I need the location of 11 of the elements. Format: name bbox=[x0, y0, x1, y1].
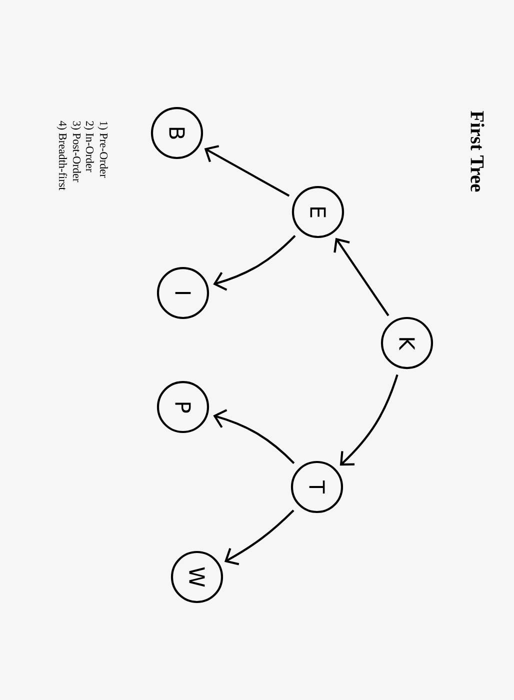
arrow bbox=[213, 235, 296, 291]
list-item: 1) Pre-Order bbox=[98, 122, 108, 178]
arrow bbox=[204, 145, 290, 197]
title: First Tree bbox=[470, 111, 484, 192]
list-item: 3) Post-Order bbox=[70, 121, 81, 182]
arrow bbox=[213, 409, 295, 464]
list-item: 2) In-Order bbox=[84, 121, 94, 172]
arrow bbox=[340, 374, 398, 466]
list-item: 4) Breadth-first bbox=[56, 120, 68, 190]
arrow bbox=[224, 510, 294, 566]
arrow bbox=[334, 238, 390, 316]
